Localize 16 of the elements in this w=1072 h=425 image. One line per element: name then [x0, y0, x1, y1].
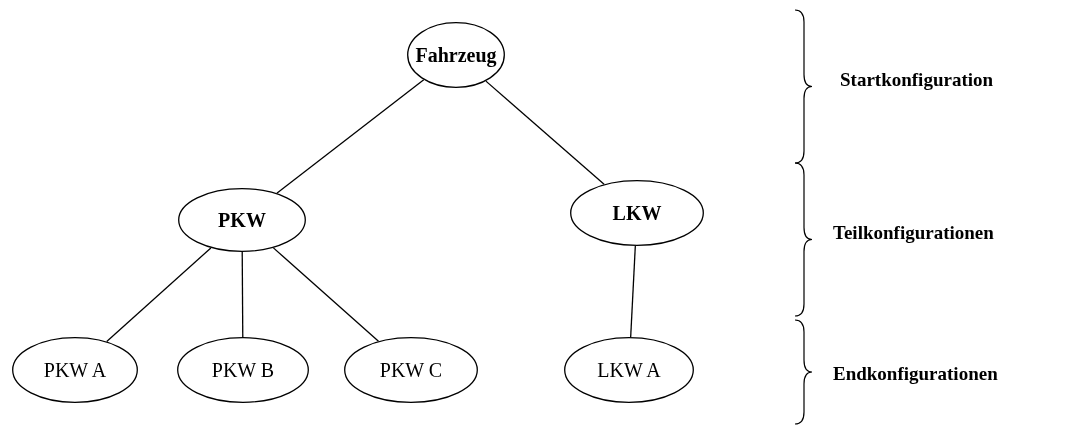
- node-label: LKW: [612, 201, 662, 225]
- connector-line: [276, 79, 425, 194]
- node-label: PKW A: [43, 358, 107, 382]
- level-label: Startkonfiguration: [840, 69, 994, 91]
- connector-line: [241, 251, 244, 338]
- node-label: Fahrzeug: [415, 43, 497, 67]
- level-label: Endkonfigurationen: [833, 363, 998, 385]
- node-label: PKW C: [379, 358, 443, 382]
- node-label: PKW: [218, 208, 266, 232]
- connector-line: [106, 247, 212, 343]
- level-label: Teilkonfigurationen: [833, 222, 994, 244]
- node-label: PKW B: [211, 358, 275, 382]
- connector-line: [630, 245, 636, 338]
- node-label: LKW A: [597, 358, 661, 382]
- connector-line: [485, 80, 605, 185]
- connector-line: [272, 247, 380, 342]
